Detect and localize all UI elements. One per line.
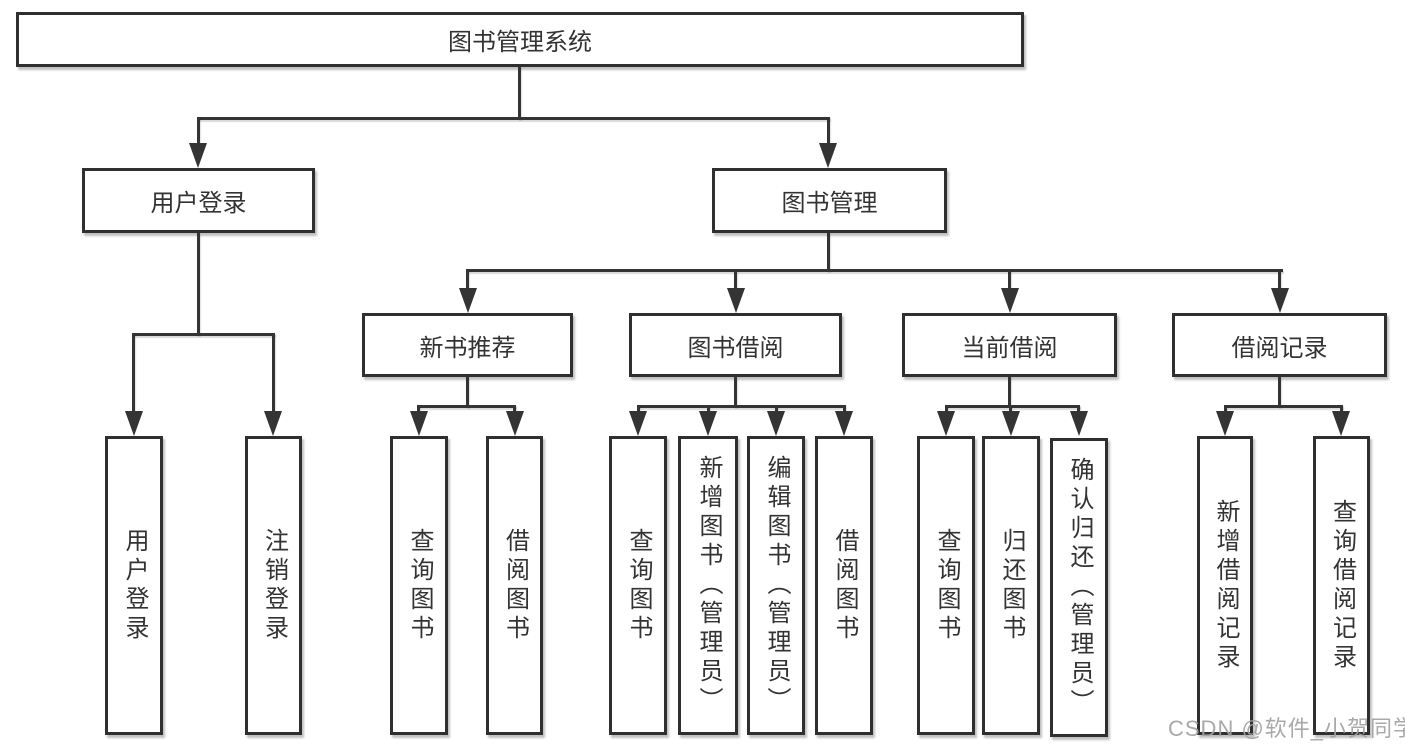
node-book-borrow-label: 图书借阅 (687, 334, 784, 362)
leaf-nb-query-books: 查询图书 (390, 436, 448, 735)
connector-borrow-records-drop-2 (1340, 405, 1343, 415)
arrowhead-cb-query-books (937, 411, 955, 436)
connector-l3-drop-1 (466, 269, 469, 291)
arrowhead-cb-confirm-return (1070, 411, 1088, 436)
connector-l3-drop-4 (1278, 269, 1281, 291)
leaf-cb-query-books: 查询图书 (917, 436, 975, 735)
connector-new-book-stem (466, 377, 469, 408)
arrowhead-user-login (189, 143, 207, 168)
leaf-user-login: 用户登录 (105, 436, 163, 735)
leaf-bb-add-books: 新增图书（管理员） (678, 436, 738, 735)
node-root-label: 图书管理系统 (448, 29, 592, 56)
connector-root-stem (518, 67, 521, 120)
connector-current-borrow-drop-1 (945, 405, 948, 415)
connector-root-drop-left (197, 117, 200, 147)
connector-current-borrow-drop-3 (1077, 405, 1080, 415)
leaf-cb-confirm-return: 确认归还（管理员） (1050, 438, 1108, 737)
node-book-borrow: 图书借阅 (629, 313, 842, 377)
node-new-book-recommend-label: 新书推荐 (419, 334, 516, 362)
arrowhead-current-borrow (1001, 288, 1019, 313)
arrowhead-book-management (819, 143, 837, 168)
connector-book-borrow-stem (734, 377, 737, 408)
node-current-borrow: 当前借阅 (902, 313, 1117, 377)
leaf-br-query-record-label: 查询借阅记录 (1328, 498, 1356, 673)
arrowhead-nb-borrow-books (506, 411, 524, 436)
connector-root-drop-right (827, 117, 830, 147)
node-borrow-records: 借阅记录 (1172, 313, 1387, 377)
node-new-book-recommend: 新书推荐 (362, 313, 573, 377)
leaf-logout: 注销登录 (245, 436, 302, 735)
leaf-cb-return-books-label: 归还图书 (998, 527, 1025, 644)
node-book-management-label: 图书管理 (781, 190, 878, 217)
arrowhead-bb-query-books (629, 411, 647, 436)
arrowhead-book-borrow (727, 288, 745, 313)
connector-l3-drop-3 (1008, 269, 1011, 291)
arrowhead-leaf-logout (264, 411, 282, 436)
arrowhead-new-book-recommend (459, 288, 477, 313)
connector-user-login-branch (132, 333, 275, 336)
connector-book-borrow-drop-3 (775, 405, 778, 415)
connector-book-borrow-drop-2 (707, 405, 710, 415)
connector-book-management-stem (827, 233, 830, 272)
connector-book-borrow-drop-1 (637, 405, 640, 415)
leaf-nb-borrow-books: 借阅图书 (486, 436, 543, 735)
connector-new-book-drop-1 (417, 405, 420, 415)
connector-new-book-branch (417, 405, 516, 408)
leaf-br-add-record-label: 新增借阅记录 (1212, 498, 1239, 673)
connector-user-login-drop-1 (132, 333, 135, 413)
node-user-login-label: 用户登录 (150, 190, 247, 217)
connector-current-borrow-branch (945, 405, 1080, 408)
arrowhead-br-add-record (1216, 411, 1234, 436)
node-current-borrow-label: 当前借阅 (961, 334, 1058, 362)
node-borrow-records-label: 借阅记录 (1231, 334, 1328, 362)
arrowhead-borrow-records (1271, 288, 1289, 313)
leaf-cb-query-books-label: 查询图书 (933, 527, 960, 644)
connector-borrow-records-branch (1224, 405, 1343, 408)
csdn-watermark: CSDN @软件_小贺同学 (1168, 716, 1405, 741)
leaf-bb-query-books: 查询图书 (609, 436, 667, 735)
connector-book-borrow-branch (637, 405, 845, 408)
node-book-management: 图书管理 (712, 168, 947, 233)
arrowhead-bb-borrow-books (835, 411, 853, 436)
leaf-bb-edit-books: 编辑图书（管理员） (747, 436, 805, 735)
arrowhead-br-query-record (1332, 411, 1350, 436)
connector-current-borrow-drop-2 (1009, 405, 1012, 415)
leaf-cb-return-books: 归还图书 (982, 436, 1040, 735)
node-user-login: 用户登录 (82, 168, 315, 233)
connector-borrow-records-drop-1 (1224, 405, 1227, 415)
arrowhead-leaf-user-login (125, 411, 143, 436)
leaf-bb-borrow-books-label: 借阅图书 (831, 527, 858, 644)
node-root: 图书管理系统 (16, 12, 1024, 67)
leaf-nb-query-books-label: 查询图书 (406, 527, 433, 644)
leaf-br-add-record: 新增借阅记录 (1197, 436, 1253, 735)
leaf-br-query-record: 查询借阅记录 (1313, 436, 1370, 735)
connector-user-login-drop-2 (272, 333, 275, 413)
leaf-logout-label: 注销登录 (260, 527, 288, 644)
leaf-bb-add-books-label: 新增图书（管理员） (695, 455, 722, 716)
leaf-bb-borrow-books: 借阅图书 (815, 436, 873, 735)
arrowhead-nb-query-books (410, 411, 428, 436)
arrowhead-bb-add-books (699, 411, 717, 436)
leaf-bb-edit-books-label: 编辑图书（管理员） (763, 455, 790, 716)
connector-current-borrow-stem (1008, 377, 1011, 408)
leaf-bb-query-books-label: 查询图书 (625, 527, 652, 644)
connector-book-management-branch (466, 269, 1283, 272)
connector-book-borrow-drop-4 (843, 405, 846, 415)
connector-root-branch (197, 117, 830, 120)
leaf-user-login-label: 用户登录 (121, 527, 148, 644)
connector-borrow-records-stem (1278, 377, 1281, 408)
arrowhead-bb-edit-books (767, 411, 785, 436)
arrowhead-cb-return-books (1002, 411, 1020, 436)
connector-new-book-drop-2 (513, 405, 516, 415)
leaf-nb-borrow-books-label: 借阅图书 (501, 527, 529, 644)
connector-user-login-stem (197, 233, 200, 336)
connector-l3-drop-2 (734, 269, 737, 291)
leaf-cb-confirm-return-label: 确认归还（管理员） (1066, 457, 1093, 718)
